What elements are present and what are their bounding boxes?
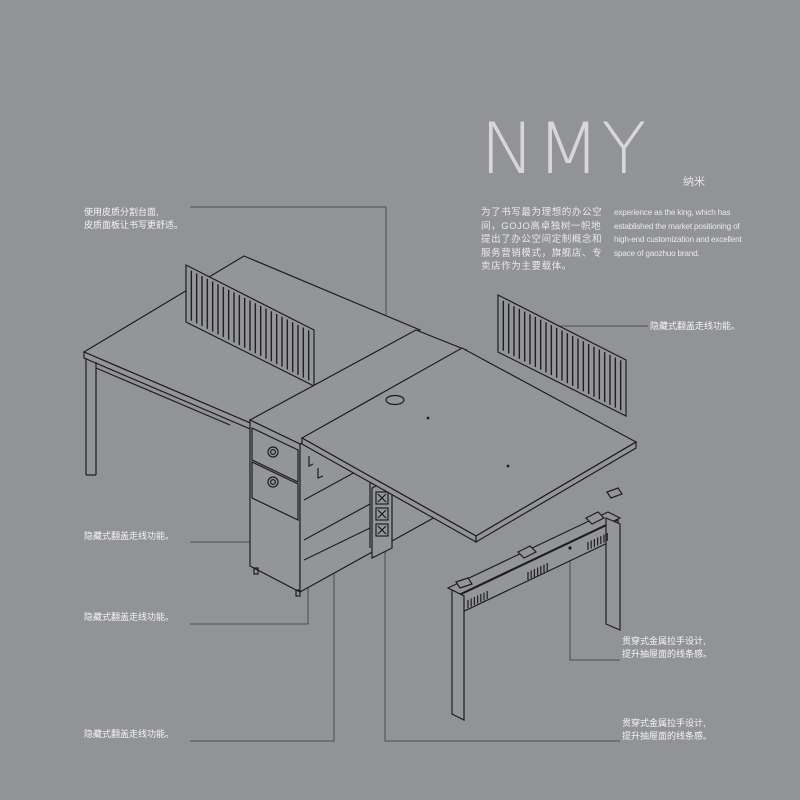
brand-logo-text: NMY [480, 108, 648, 190]
callout-line: 贯穿式金属拉手设计, [622, 636, 706, 646]
callout-line: 隐藏式翻盖走线功能。 [84, 531, 175, 541]
brand-subtitle: 纳米 [683, 176, 705, 188]
callout-metal-handle-1: 贯穿式金属拉手设计, 提升抽屉面的线条感。 [622, 635, 712, 661]
leader-line-6 [569, 548, 620, 661]
callout-line: 隐藏式翻盖走线功能。 [84, 729, 175, 739]
leader-line-7 [384, 545, 620, 742]
callout-line: 隐藏式翻盖走线功能。 [650, 321, 741, 331]
leader-line-5 [190, 525, 335, 742]
intro-text-chinese: 为了书写最为理想的办公空间，GOJO高卓独树一帜地提出了办公空间定制概念和服务营… [481, 207, 603, 272]
callout-line: 隐藏式翻盖走线功能。 [84, 612, 175, 622]
callout-leather-top: 使用皮质分割台面, 皮质面板让书写更舒适。 [84, 206, 183, 232]
callout-hidden-cable-shelf: 隐藏式翻盖走线功能。 [84, 611, 174, 624]
intro-text-english: experience as the king, which has establ… [614, 208, 742, 258]
callout-hidden-cable-panel: 隐藏式翻盖走线功能。 [650, 320, 740, 333]
callout-line: 提升抽屉面的线条感。 [622, 649, 713, 659]
callout-line: 提升抽屉面的线条感。 [622, 731, 713, 741]
callout-hidden-cable-base: 隐藏式翻盖走线功能。 [84, 728, 174, 741]
callout-line: 使用皮质分割台面, [84, 207, 159, 217]
callout-line: 贯穿式金属拉手设计, [622, 718, 706, 728]
right-desk-top [300, 347, 638, 544]
callout-hidden-cable-drawer: 隐藏式翻盖走线功能。 [84, 530, 174, 543]
right-leg-frame [446, 487, 623, 721]
right-privacy-panel [497, 294, 627, 417]
callout-line: 皮质面板让书写更舒适。 [84, 220, 184, 230]
callout-metal-handle-2: 贯穿式金属拉手设计, 提升抽屉面的线条感。 [622, 717, 712, 743]
